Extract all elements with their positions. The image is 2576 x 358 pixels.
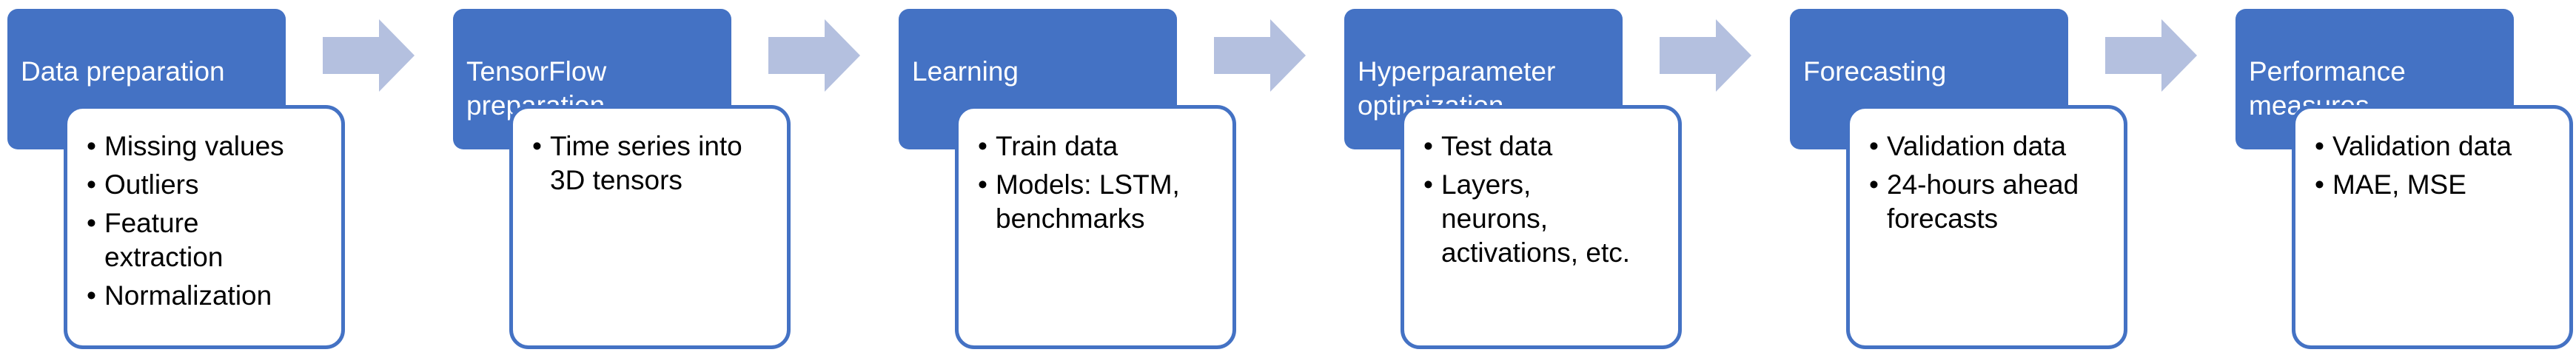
stage-detail-item: Test data xyxy=(1423,129,1663,163)
stage-detail-box: Validation data MAE, MSE xyxy=(2292,105,2573,349)
process-stage-hyperparameter-optimization: Hyperparameter optimization Test data La… xyxy=(1344,0,1685,358)
process-stage-performance-measures: Performance measures Validation data MAE… xyxy=(2235,0,2576,358)
stage-detail-list: Train data Models: LSTM, benchmarks xyxy=(978,129,1218,236)
stage-detail-list: Validation data MAE, MSE xyxy=(2315,129,2555,202)
right-arrow-icon xyxy=(768,19,860,92)
stage-detail-item: Layers, neurons, activations, etc. xyxy=(1423,168,1663,270)
stage-detail-item: 24-hours ahead forecasts xyxy=(1869,168,2109,236)
process-stage-forecasting: Forecasting Validation data 24-hours ahe… xyxy=(1790,0,2130,358)
stage-detail-item: Missing values xyxy=(87,129,326,163)
process-stage-tensorflow-preparation: TensorFlow preparation Time series into … xyxy=(453,0,794,358)
right-arrow-icon xyxy=(323,19,415,92)
stage-detail-item: Validation data xyxy=(2315,129,2555,163)
right-arrow-icon xyxy=(2105,19,2197,92)
stage-detail-item: Normalization xyxy=(87,279,326,313)
stage-detail-item: Validation data xyxy=(1869,129,2109,163)
stage-detail-box: Test data Layers, neurons, activations, … xyxy=(1401,105,1682,349)
right-arrow-icon xyxy=(1214,19,1306,92)
stage-title: Data preparation xyxy=(21,56,225,87)
stage-detail-box: Time series into 3D tensors xyxy=(509,105,791,349)
stage-title: Forecasting xyxy=(1803,56,1947,87)
stage-title: Learning xyxy=(912,56,1019,87)
right-arrow-icon xyxy=(1660,19,1751,92)
stage-detail-item: Feature extraction xyxy=(87,206,326,274)
stage-detail-item: Outliers xyxy=(87,168,326,202)
stage-detail-list: Time series into 3D tensors xyxy=(532,129,772,197)
stage-detail-item: Models: LSTM, benchmarks xyxy=(978,168,1218,236)
stage-detail-list: Missing values Outliers Feature extracti… xyxy=(87,129,326,313)
process-stage-learning: Learning Train data Models: LSTM, benchm… xyxy=(899,0,1239,358)
stage-detail-item: Time series into 3D tensors xyxy=(532,129,772,197)
stage-detail-list: Test data Layers, neurons, activations, … xyxy=(1423,129,1663,270)
stage-detail-list: Validation data 24-hours ahead forecasts xyxy=(1869,129,2109,236)
stage-detail-box: Validation data 24-hours ahead forecasts xyxy=(1846,105,2127,349)
stage-detail-box: Missing values Outliers Feature extracti… xyxy=(64,105,345,349)
stage-detail-box: Train data Models: LSTM, benchmarks xyxy=(955,105,1236,349)
stage-detail-item: Train data xyxy=(978,129,1218,163)
process-stage-data-preparation: Data preparation Missing values Outliers… xyxy=(7,0,348,358)
stage-detail-item: MAE, MSE xyxy=(2315,168,2555,202)
